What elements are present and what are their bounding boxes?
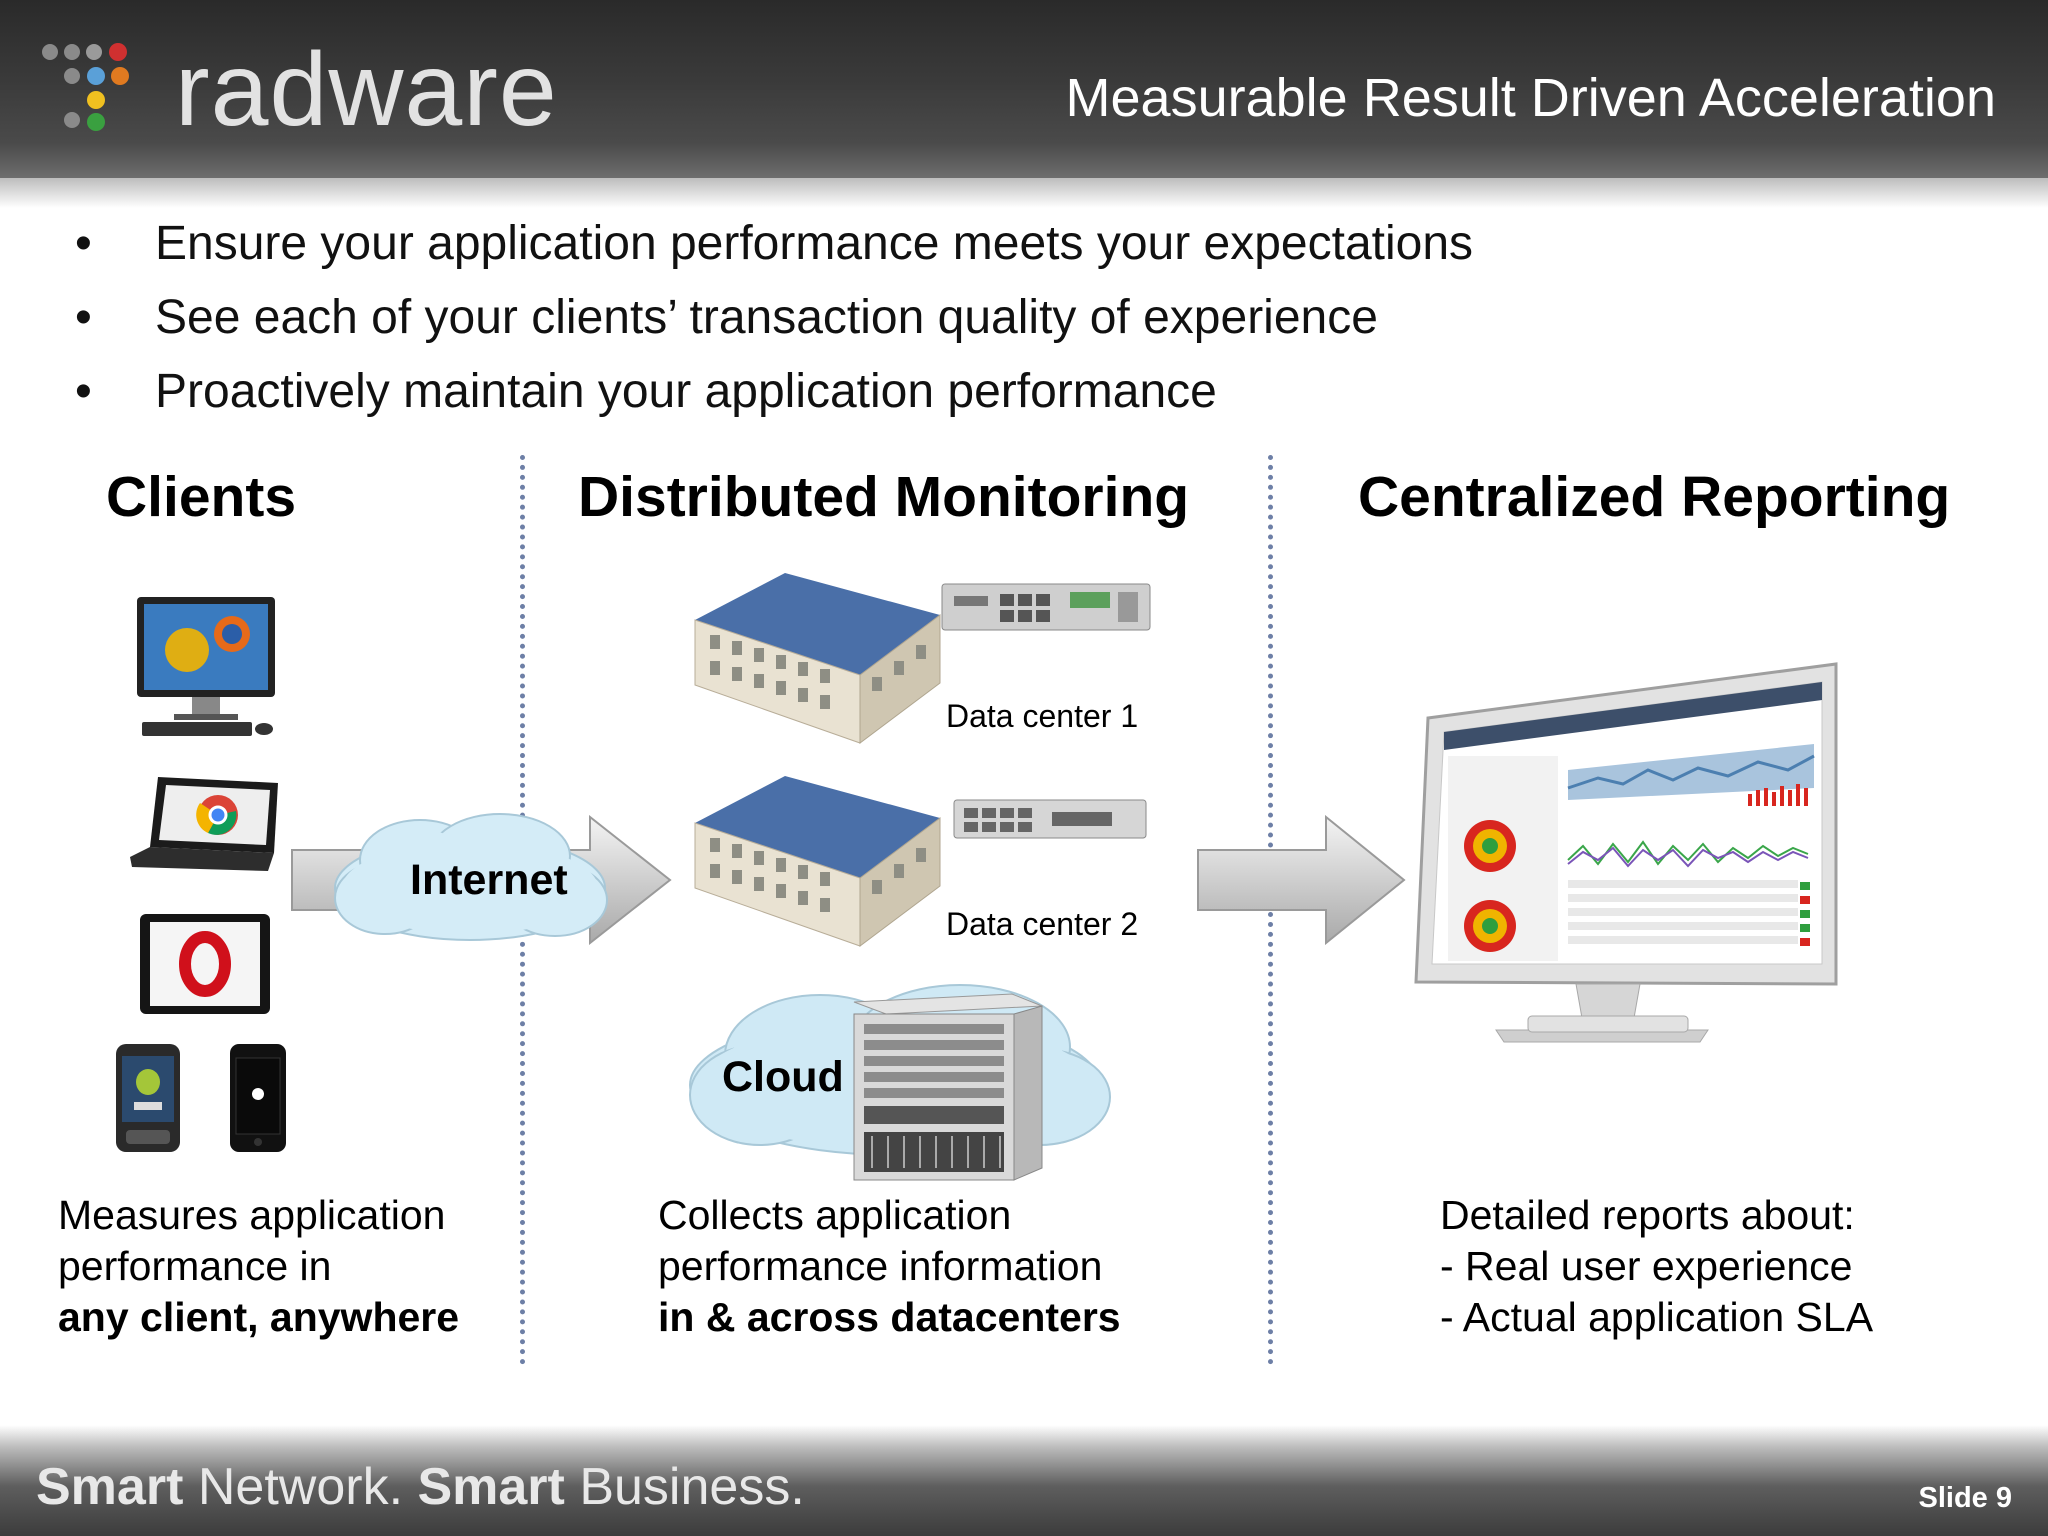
tablet-icon bbox=[140, 914, 270, 1014]
server-chassis-icon bbox=[853, 993, 1043, 1181]
bullet-text: Ensure your application performance meet… bbox=[155, 217, 1474, 270]
monitoring-desc-line: Collects application bbox=[658, 1192, 1012, 1238]
bullet-item: • Ensure your application performance mee… bbox=[75, 214, 1473, 274]
tagline-business: Business. bbox=[564, 1458, 805, 1516]
arrow-to-reporting-icon bbox=[1197, 815, 1406, 945]
header-bar bbox=[0, 0, 2048, 178]
clients-description: Measures application performance in any … bbox=[58, 1190, 459, 1343]
reporting-description: Detailed reports about: - Real user expe… bbox=[1440, 1190, 1873, 1343]
dashboard-monitor-icon bbox=[1414, 662, 1838, 1043]
datacenter-building-icon bbox=[694, 776, 941, 947]
bullet-text: Proactively maintain your application pe… bbox=[155, 365, 1217, 418]
monitoring-desc-emphasis: in & across datacenters bbox=[658, 1294, 1121, 1340]
monitoring-description: Collects application performance informa… bbox=[658, 1190, 1121, 1343]
internet-label: Internet bbox=[410, 856, 568, 904]
bullet-marker: • bbox=[75, 291, 92, 344]
bullet-item: • Proactively maintain your application p… bbox=[75, 362, 1217, 422]
internet-cloud-icon bbox=[334, 813, 608, 941]
monitoring-desc-line: performance information bbox=[658, 1243, 1103, 1289]
tagline-smart: Smart bbox=[36, 1458, 184, 1516]
heading-distributed-monitoring: Distributed Monitoring bbox=[578, 465, 1190, 529]
radware-logo-icon bbox=[42, 43, 129, 131]
datacenter-1-label: Data center 1 bbox=[946, 698, 1139, 734]
header-fade bbox=[0, 178, 2048, 208]
bullet-text: See each of your clients’ transaction qu… bbox=[155, 291, 1378, 344]
android-phone-icon bbox=[116, 1044, 180, 1152]
cloud-label: Cloud bbox=[722, 1053, 844, 1101]
slide-title: Measurable Result Driven Acceleration bbox=[1065, 68, 1996, 128]
datacenter-2-label: Data center 2 bbox=[946, 906, 1139, 942]
tagline-network: Network. bbox=[183, 1458, 418, 1516]
network-appliance-icon bbox=[953, 799, 1147, 839]
clients-desc-line: performance in bbox=[58, 1243, 332, 1289]
bullet-item: • See each of your clients’ transaction q… bbox=[75, 288, 1378, 348]
heading-centralized-reporting: Centralized Reporting bbox=[1358, 465, 1951, 529]
bullet-marker: • bbox=[75, 365, 92, 418]
footer-bar bbox=[0, 1425, 2048, 1536]
iphone-icon bbox=[230, 1044, 286, 1152]
reporting-desc-line: Detailed reports about: bbox=[1440, 1192, 1855, 1238]
logo-wordmark: radware bbox=[175, 32, 558, 148]
desktop-computer-icon bbox=[137, 597, 275, 736]
footer-tagline: Smart Network. Smart Business. bbox=[36, 1455, 805, 1519]
datacenter-building-icon bbox=[694, 573, 941, 744]
clients-desc-emphasis: any client, anywhere bbox=[58, 1294, 460, 1340]
network-appliance-icon bbox=[941, 583, 1151, 631]
reporting-desc-line: - Real user experience bbox=[1440, 1243, 1853, 1289]
laptop-icon bbox=[130, 777, 278, 871]
tagline-smart: Smart bbox=[417, 1458, 565, 1516]
clients-desc-line: Measures application bbox=[58, 1192, 446, 1238]
bullet-marker: • bbox=[75, 217, 92, 270]
slide-number: Slide 9 bbox=[1918, 1482, 2013, 1514]
reporting-desc-line: - Actual application SLA bbox=[1440, 1294, 1874, 1340]
heading-clients: Clients bbox=[106, 465, 297, 529]
